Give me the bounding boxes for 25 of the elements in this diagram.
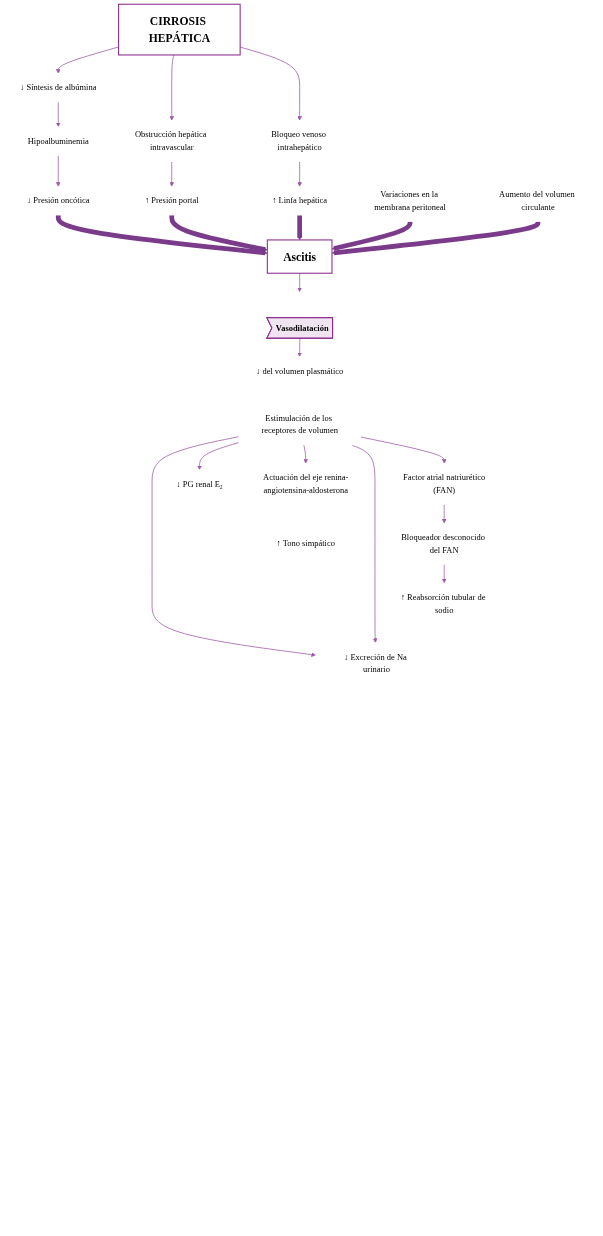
arrow [297, 215, 303, 241]
node-text: ↑ Linfa hepática [272, 196, 328, 206]
node-text: Aumento del volumen circulante [499, 189, 575, 212]
node-text: Hipoalbuminemia [27, 136, 89, 146]
arrow [55, 215, 268, 256]
node-text: ↓ del volumen plasmático [256, 366, 344, 376]
node-text: Actuación del eje renina-angiotensina-aldosterona [263, 473, 349, 495]
node-text: Bloqueo venoso intrahepático [271, 130, 326, 152]
node-text: ↓ Presión oncótica [27, 196, 90, 206]
node-text: ↑ Tono simpático [276, 539, 335, 549]
arrow [331, 220, 413, 251]
node-text: Bloqueador desconocido del FAN [401, 532, 486, 555]
node-text: ↓ Excreción de Na urinario [344, 652, 407, 674]
node-text: ↓ Síntesis de albúmina [20, 82, 97, 92]
arrow [169, 215, 268, 252]
node-box: CIRROSIS HEPÁTICA [118, 3, 241, 56]
node-text: Factor atrial natriurético (FAN) [403, 473, 486, 495]
node-box: Ascitis [266, 239, 333, 274]
node-text: Estimulación de los receptores de volumen [261, 413, 338, 435]
node-text: Variaciones en la membrana peritoneal [374, 189, 446, 212]
node-text: ↑ Reabsorción tubular de sodio [400, 592, 486, 615]
arrow [331, 220, 541, 256]
node-text: Obstrucción hepática intravascular [134, 130, 207, 152]
node-text: ↑ Presión portal [144, 196, 199, 206]
node-text: ↓ PG renal E₂ [176, 479, 223, 489]
